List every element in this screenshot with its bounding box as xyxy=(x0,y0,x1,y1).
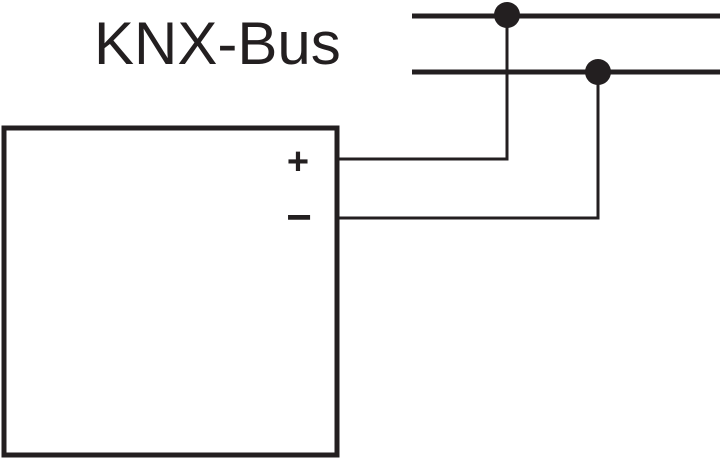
device-box xyxy=(1,125,340,458)
bus-label: KNX-Bus xyxy=(94,10,341,77)
minus-wire xyxy=(337,72,600,220)
minus-terminal-label: − xyxy=(286,193,312,242)
plus-terminal-label: + xyxy=(287,141,309,183)
plus-wire xyxy=(337,15,509,161)
